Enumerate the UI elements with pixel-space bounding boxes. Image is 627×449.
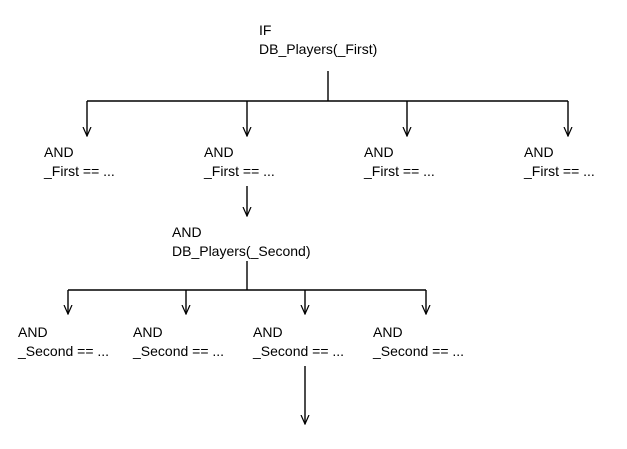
node-keyword: AND <box>133 324 163 340</box>
first-level-node-1: AND _First == ... <box>44 143 115 181</box>
node-keyword: AND <box>364 144 394 160</box>
node-condition: _Second == ... <box>253 343 345 359</box>
node-condition: _Second == ... <box>373 343 465 359</box>
node-keyword: AND <box>44 144 74 160</box>
first-level-node-2: AND _First == ... <box>204 143 275 181</box>
node-condition: _Second == ... <box>133 343 225 359</box>
root-node: IF DB_Players(_First) <box>259 21 377 59</box>
first-level-node-3: AND _First == ... <box>364 143 435 181</box>
node-condition: _First == ... <box>44 163 115 179</box>
first-level-node-4: AND _First == ... <box>524 143 595 181</box>
second-level-node-1: AND _Second == ... <box>18 323 109 361</box>
second-level-node-4: AND _Second == ... <box>373 323 464 361</box>
root-node-keyword: IF <box>259 22 272 38</box>
node-condition: _First == ... <box>204 163 275 179</box>
middle-node-condition: DB_Players(_Second) <box>172 243 311 259</box>
middle-node: AND DB_Players(_Second) <box>172 223 311 261</box>
node-keyword: AND <box>524 144 554 160</box>
node-keyword: AND <box>253 324 283 340</box>
node-keyword: AND <box>204 144 234 160</box>
node-condition: _Second == ... <box>18 343 110 359</box>
middle-node-keyword: AND <box>172 224 202 240</box>
node-condition: _First == ... <box>364 163 435 179</box>
second-level-node-3: AND _Second == ... <box>253 323 344 361</box>
second-level-node-2: AND _Second == ... <box>133 323 224 361</box>
node-keyword: AND <box>373 324 403 340</box>
node-condition: _First == ... <box>524 163 595 179</box>
root-node-condition: DB_Players(_First) <box>259 41 378 57</box>
node-keyword: AND <box>18 324 48 340</box>
